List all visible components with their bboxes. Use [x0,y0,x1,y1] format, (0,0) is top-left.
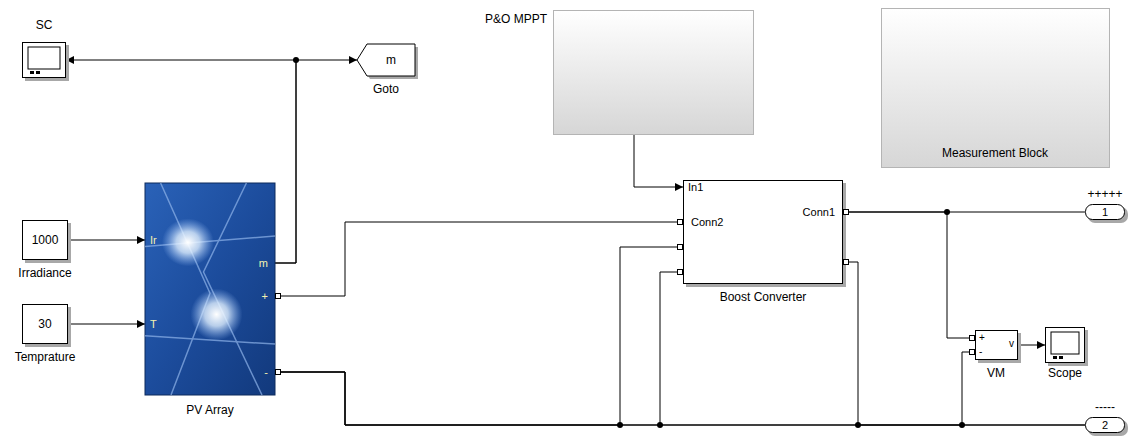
port-name: Conn2 [691,216,723,228]
port-terminal [276,370,281,375]
signal-wire [275,372,1085,425]
goto-tag: m [386,53,396,67]
block-outline [23,305,72,348]
port-label: +++++ [1087,187,1122,201]
port-terminal [970,350,975,355]
port-name: In1 [688,181,703,193]
block-name: Irradiance [18,266,71,280]
port-terminal [276,294,281,299]
constant-value: 30 [38,317,51,331]
terminal-sign: - [979,346,982,358]
block-name: Measurement Block [942,146,1048,160]
converter-block-shape [683,180,843,284]
outport-block: 2----- [1085,417,1125,433]
converter-block: In1Conn2Conn1Boost Converter [683,180,843,284]
block-outline [23,43,70,82]
block-outline [357,44,418,79]
signal-wire [275,247,683,425]
port-name: + [262,289,268,303]
block-outline [1086,205,1129,224]
block-outline [882,9,1110,168]
port-terminal [678,270,683,275]
signal-wire [634,135,683,187]
junction-dot [657,422,663,428]
constant-block: 30Temprature [22,304,68,344]
block-name: P&O MPPT [485,12,547,26]
block-outline [145,183,281,395]
block-name: Goto [373,82,399,96]
subsystem-block-shape [553,10,754,135]
port-name: T [150,317,157,331]
subsystem-block: P&O MPPT [553,10,754,135]
port-terminal [678,245,683,250]
scope-block: SC [22,42,66,78]
signal-wire [68,240,145,241]
block-outline [554,11,754,135]
subsystem-block: Measurement Block [881,8,1110,168]
scope-block-shape [1045,327,1085,363]
junction-dot [959,422,965,428]
block-outline [1086,418,1129,437]
scope-block: Scope [1045,327,1085,363]
block-outline [970,331,1022,364]
port-name: - [264,365,268,379]
port-number: 2 [1102,418,1108,432]
block-name: VM [987,366,1005,380]
block-outline [1046,328,1089,367]
junction-dot [293,57,299,63]
outport-block: 1+++++ [1085,204,1125,220]
junction-dot [617,422,623,428]
block-name: Scope [1048,366,1082,380]
constant-block: 1000Irradiance [22,220,68,260]
port-terminal [844,260,849,265]
scope-block-shape [22,42,66,78]
port-terminal [678,220,683,225]
signal-wire [275,352,975,425]
signal-wire [68,324,145,325]
terminal-sign: + [979,332,985,344]
block-name: PV Array [186,403,233,417]
constant-value: 1000 [32,233,59,247]
port-terminal [970,336,975,341]
goto-block: mGoto [357,44,415,76]
block-name: SC [36,18,53,32]
port-terminal [844,210,849,215]
signal-wire [843,262,1085,425]
subsystem-block-shape [881,8,1110,168]
block-name: Boost Converter [720,290,807,304]
port-name: Conn1 [803,206,835,218]
junction-dot [855,422,861,428]
block-outline [678,181,849,288]
junction-dot [944,209,950,215]
port-label: ----- [1095,400,1115,414]
port-name: Ir [150,233,157,247]
signal-wire [843,212,975,338]
block-name: Temprature [15,350,76,364]
voltage-meter: +-vVM [975,330,1018,360]
pv-array-block: IrTm+-PV Array [145,183,275,395]
block-outline [23,221,72,264]
pv-array-block-shape [145,183,275,395]
port-name: m [259,256,268,270]
signal-wire [1018,345,1045,346]
port-name: v [1009,338,1014,350]
port-number: 1 [1102,205,1108,219]
signal-wire [275,222,683,296]
